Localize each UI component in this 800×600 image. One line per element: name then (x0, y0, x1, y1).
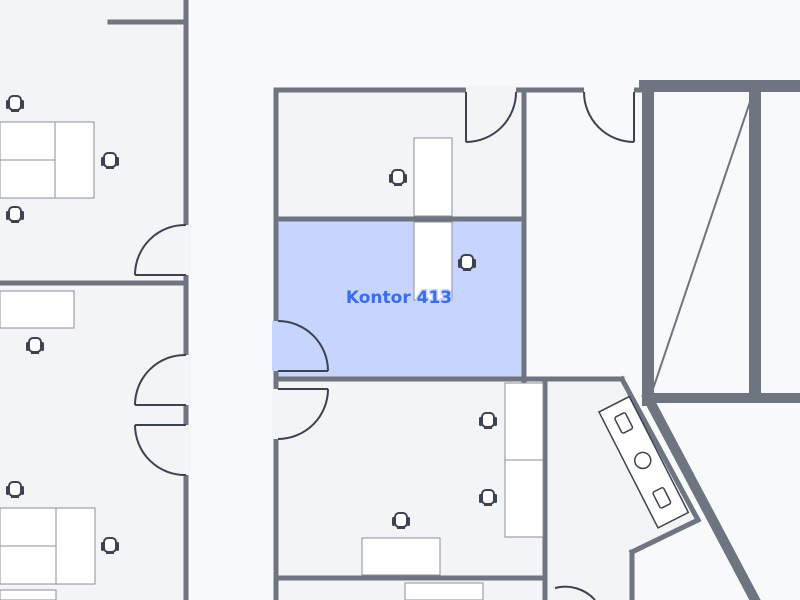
room-kitchen[interactable] (546, 380, 695, 600)
kitchen-counter (597, 395, 690, 529)
appliance-icon (652, 487, 672, 509)
desk (413, 137, 453, 217)
desk (504, 382, 544, 461)
door-kontor-413 (277, 320, 329, 372)
desk (0, 290, 75, 329)
desks (0, 121, 544, 600)
desk (404, 582, 484, 600)
desk (504, 459, 544, 538)
door-corridor-top (583, 91, 635, 143)
desk (0, 121, 56, 161)
stairwell (650, 92, 800, 392)
desk (0, 507, 57, 547)
doors (134, 91, 635, 600)
door-left-lower-b (134, 424, 187, 477)
door-left-upper (134, 223, 187, 276)
desk (0, 589, 57, 600)
desk (54, 121, 95, 199)
desk (413, 221, 453, 301)
door-gaps (182, 86, 634, 475)
door-center-top (465, 91, 517, 143)
room-right-corridor[interactable] (525, 90, 645, 378)
desk (361, 537, 441, 576)
room-kontor-413[interactable] (276, 220, 523, 378)
desk (55, 507, 96, 585)
hob-icon (633, 451, 652, 470)
room-label-kontor-413[interactable]: Kontor 413 (344, 287, 453, 310)
door-left-lower-a (134, 353, 187, 406)
room-center-top[interactable] (276, 90, 523, 218)
door-bottom (554, 585, 596, 600)
sink-icon (614, 412, 634, 434)
desk (0, 545, 57, 585)
door-center-lower (277, 388, 329, 440)
desk (0, 159, 56, 199)
